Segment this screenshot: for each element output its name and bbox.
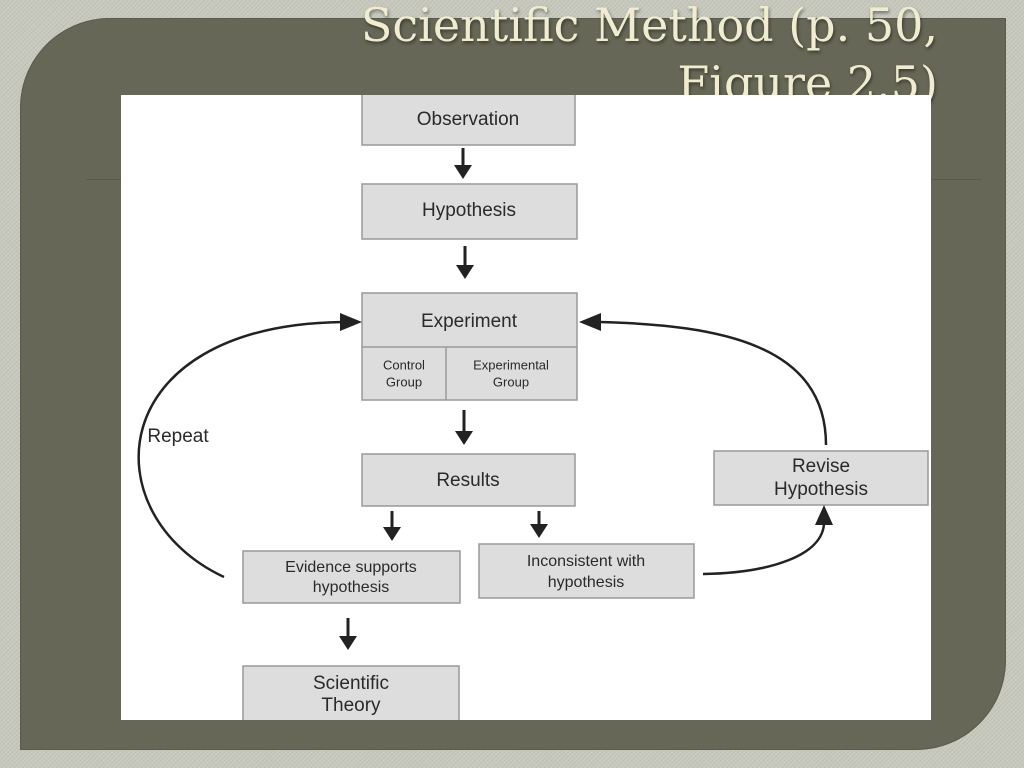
results-box [361, 453, 576, 507]
flowchart: Observation Hypothesis Experiment Contro… [137, 95, 929, 720]
inconsistent-label-1: Inconsistent with [527, 553, 645, 570]
repeat-loop-arrow [137, 313, 362, 579]
revise-to-experiment-arrow [579, 313, 828, 446]
inconsistent-box [478, 543, 695, 599]
arrow-hypothesis-to-experiment [456, 246, 474, 279]
repeat-label: Repeat [147, 426, 209, 447]
slide-title: Scientific Method (p. 50, Figure 2.5) [0, 0, 938, 112]
theory-label-1: Scientific [313, 673, 389, 694]
observation-box [361, 95, 576, 146]
arrow-results-to-evidence [383, 511, 401, 541]
theory-label-2: Theory [321, 695, 381, 716]
inconsistent-label-2: hypothesis [548, 574, 625, 591]
control-group-label-2: Group [386, 374, 422, 389]
experimental-group-label-2: Group [493, 374, 529, 389]
arrow-experiment-to-results [455, 410, 473, 445]
evidence-box [242, 550, 461, 604]
arrow-evidence-to-theory [339, 618, 357, 650]
revise-label-1: Revise [792, 456, 850, 477]
arrow-observation-to-hypothesis [454, 148, 472, 179]
inconsistent-to-revise-arrow [702, 505, 833, 576]
slide-title-line-1: Scientific Method (p. 50, [360, 0, 938, 52]
results-label: Results [436, 470, 499, 491]
evidence-label-2: hypothesis [313, 579, 390, 596]
evidence-label-1: Evidence supports [285, 559, 417, 576]
hypothesis-label: Hypothesis [422, 200, 516, 221]
observation-label: Observation [417, 109, 519, 130]
arrow-results-to-inconsistent [530, 511, 548, 538]
experiment-label: Experiment [421, 311, 518, 332]
revise-hypothesis-box [713, 450, 929, 506]
revise-label-2: Hypothesis [774, 479, 868, 500]
hypothesis-box [361, 183, 578, 240]
experimental-group-label-1: Experimental [473, 357, 549, 372]
scientific-theory-box [242, 665, 460, 720]
scientific-method-figure: Observation Hypothesis Experiment Contro… [121, 95, 931, 720]
control-group-label-1: Control [383, 357, 425, 372]
